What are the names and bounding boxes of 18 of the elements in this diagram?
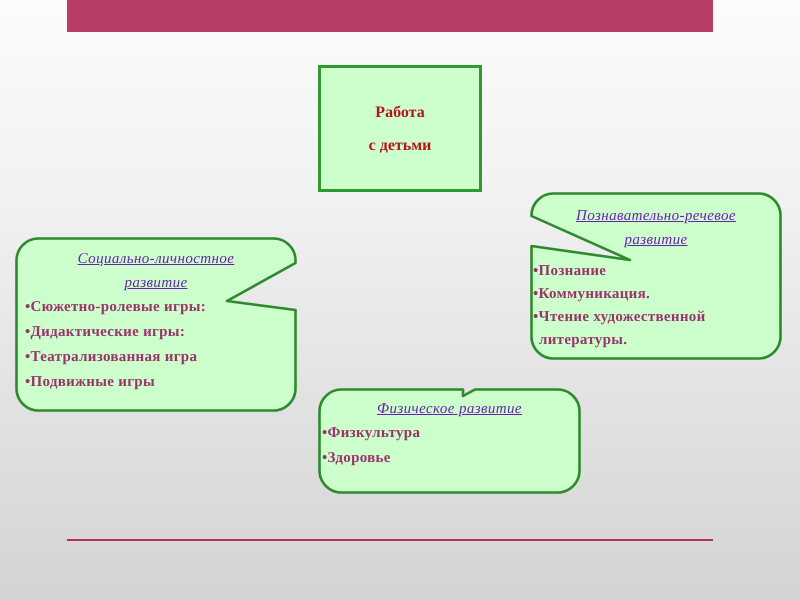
bullet-item: •Подвижные игры (25, 373, 155, 392)
bullet-item: •Физкультура (322, 424, 420, 443)
callout-heading: Социально-личностное развитие (76, 250, 236, 293)
bullet-item: •Дидактические игры: (25, 323, 186, 342)
speech-callout (15, 237, 297, 412)
speech-callout (318, 388, 581, 494)
topic-text: с детьми (368, 136, 432, 156)
bullet-item: •Коммуникация. (533, 285, 650, 304)
topic-box (318, 65, 482, 192)
callout-heading: Познавательно-речевое развитие (575, 207, 737, 250)
speech-callout (530, 192, 782, 360)
bullet-item: •Сюжетно-ролевые игры: (25, 298, 206, 317)
bullet-item: •Чтение художественной литературы. (533, 308, 707, 350)
topic-text: Работа (375, 103, 425, 123)
bullet-item: •Здоровье (322, 449, 391, 468)
bullet-item: •Театрализованная игра (25, 348, 198, 367)
bullet-item: •Познание (533, 262, 606, 281)
callout-heading: Физическое развитие (376, 400, 523, 419)
